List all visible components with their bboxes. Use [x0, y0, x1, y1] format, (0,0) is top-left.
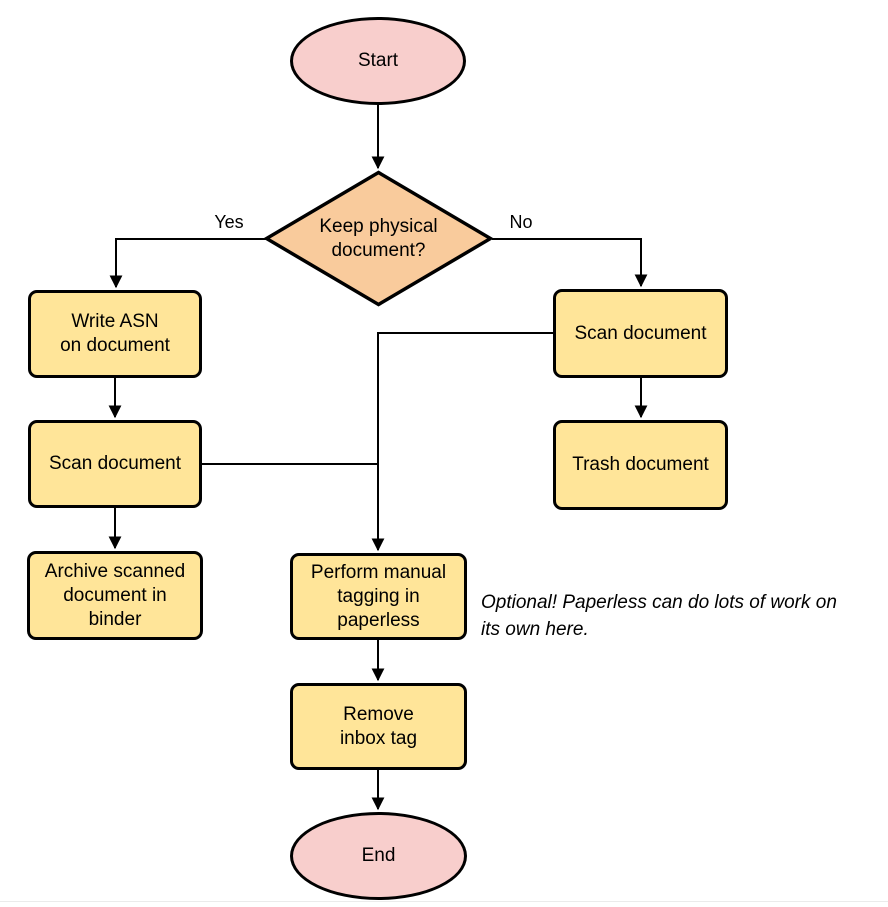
node-remove-inbox-tag-label: Remove inbox tag — [339, 703, 418, 749]
node-end-label: End — [361, 845, 396, 866]
node-scan-document-left-label: Scan document — [48, 453, 182, 474]
node-perform-tagging: Perform manual tagging in paperless — [290, 553, 467, 640]
node-end: End — [290, 812, 467, 900]
node-scan-document-left: Scan document — [28, 420, 202, 508]
edge-decision-no-to-scan-right — [492, 238, 648, 288]
node-write-asn: Write ASN on document — [28, 290, 202, 378]
node-scan-document-right: Scan document — [553, 289, 728, 378]
node-trash: Trash document — [553, 420, 728, 510]
decision-diamond-shape — [264, 170, 493, 307]
edge-label-yes: Yes — [214, 212, 244, 232]
bottom-divider — [0, 901, 888, 902]
node-archive-label: Archive scanned document in binder — [44, 560, 186, 630]
node-start: Start — [290, 17, 466, 105]
node-trash-label: Trash document — [572, 454, 709, 475]
node-remove-inbox-tag: Remove inbox tag — [290, 683, 467, 770]
edge-scan-right-to-perform-tagging — [371, 332, 553, 552]
edge-decision-yes-to-write-asn — [109, 238, 266, 289]
node-decision: Keep physical document? — [264, 170, 493, 307]
node-perform-tagging-label: Perform manual tagging in paperless — [310, 561, 447, 631]
node-write-asn-label: Write ASN on document — [60, 311, 170, 356]
node-archive: Archive scanned document in binder — [27, 551, 203, 640]
node-scan-document-right-label: Scan document — [574, 322, 707, 344]
node-decision-label: Keep physical document? — [319, 215, 438, 261]
node-start-label: Start — [357, 50, 399, 71]
edge-label-no: No — [509, 212, 533, 232]
annotation-optional-note: Optional! Paperless can do lots of work … — [481, 592, 837, 640]
